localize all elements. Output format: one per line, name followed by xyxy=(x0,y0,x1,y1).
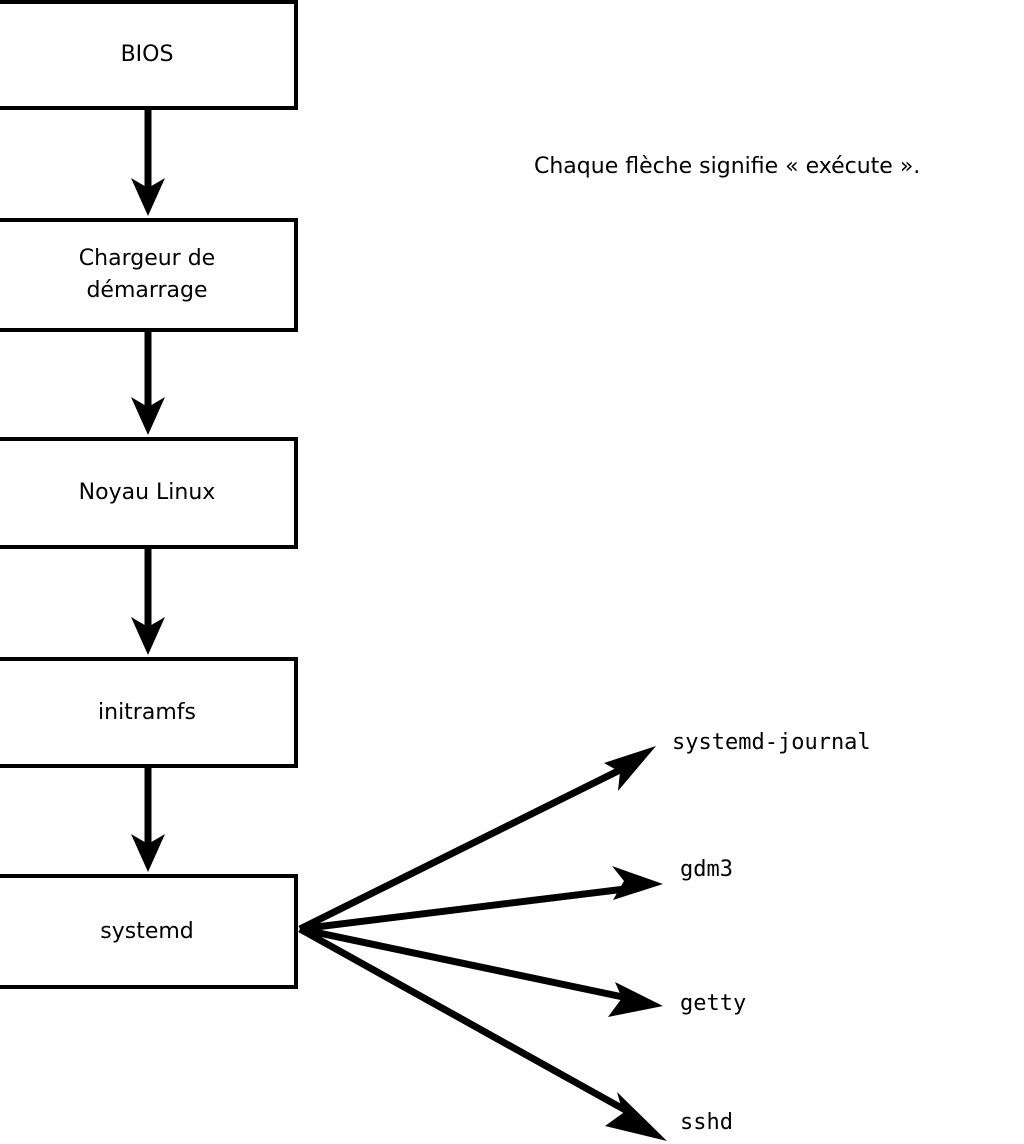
node-kernel[interactable]: Noyau Linux xyxy=(0,437,298,549)
node-initramfs-label: initramfs xyxy=(98,699,196,725)
leaf-label-sshd[interactable]: sshd xyxy=(680,1110,733,1135)
node-systemd-label: systemd xyxy=(100,918,194,944)
leaf-label-systemd-journal[interactable]: systemd-journal xyxy=(672,730,871,755)
node-bios-label: BIOS xyxy=(120,42,174,67)
node-kernel-label: Noyau Linux xyxy=(78,480,216,505)
node-systemd[interactable]: systemd xyxy=(0,874,298,989)
arrow-initramfs-to-systemd xyxy=(131,767,165,872)
diagram-caption: Chaque flèche signifie « exécute ». xyxy=(534,154,921,179)
node-bios[interactable]: BIOS xyxy=(0,0,298,110)
arrow-kernel-to-initramfs xyxy=(131,548,165,655)
node-bootloader[interactable]: Chargeur de démarrage xyxy=(0,218,298,332)
leaf-label-getty[interactable]: getty xyxy=(680,991,747,1016)
arrow-bootloader-to-kernel xyxy=(131,330,165,435)
leaf-label-gdm3[interactable]: gdm3 xyxy=(680,857,733,882)
node-bootloader-label: Chargeur de démarrage xyxy=(78,246,216,303)
arrow-systemd-to-systemd-journal xyxy=(298,746,656,933)
node-initramfs[interactable]: initramfs xyxy=(0,657,298,768)
arrow-systemd-to-sshd xyxy=(298,925,667,1141)
arrow-bios-to-bootloader xyxy=(131,108,165,216)
arrow-systemd-to-gdm3 xyxy=(299,866,663,933)
arrow-systemd-to-getty xyxy=(299,925,663,1017)
